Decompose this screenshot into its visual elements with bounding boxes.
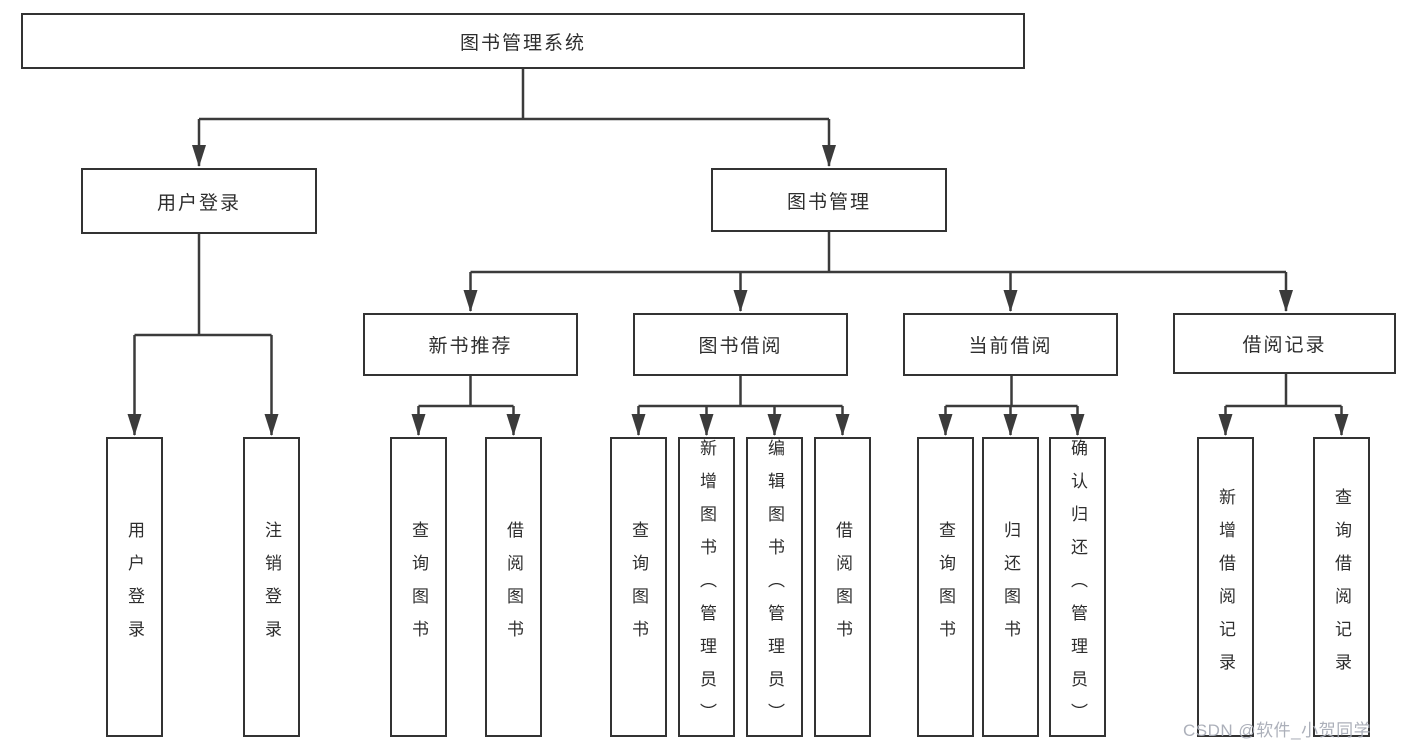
node-book-management: 图书管理 [711,168,947,232]
node-current-borrow: 当前借阅 [903,313,1118,376]
csdn-watermark: CSDN @软件_小贺同学 [1183,721,1372,740]
leaf-logout: 注销登录 [243,437,300,737]
leaf-br-query-record: 查询借阅记录 [1313,437,1370,737]
leaf-cb-confirm-return-admin: 确认归还（管理员） [1049,437,1106,737]
leaf-bb-borrow-book: 借阅图书 [814,437,871,737]
node-borrow-records: 借阅记录 [1173,313,1396,374]
leaf-bb-add-book-admin: 新增图书（管理员） [678,437,735,737]
leaf-rec-borrow-book: 借阅图书 [485,437,542,737]
leaf-br-add-record: 新增借阅记录 [1197,437,1254,737]
leaf-bb-edit-book-admin: 编辑图书（管理员） [746,437,803,737]
leaf-user-login: 用户登录 [106,437,163,737]
node-user-login: 用户登录 [81,168,317,234]
leaf-cb-query-book: 查询图书 [917,437,974,737]
leaf-cb-return-book: 归还图书 [982,437,1039,737]
node-root-library-management-system: 图书管理系统 [21,13,1025,69]
node-book-borrow: 图书借阅 [633,313,848,376]
node-new-book-recommend: 新书推荐 [363,313,578,376]
leaf-bb-query-book: 查询图书 [610,437,667,737]
leaf-rec-query-book: 查询图书 [390,437,447,737]
